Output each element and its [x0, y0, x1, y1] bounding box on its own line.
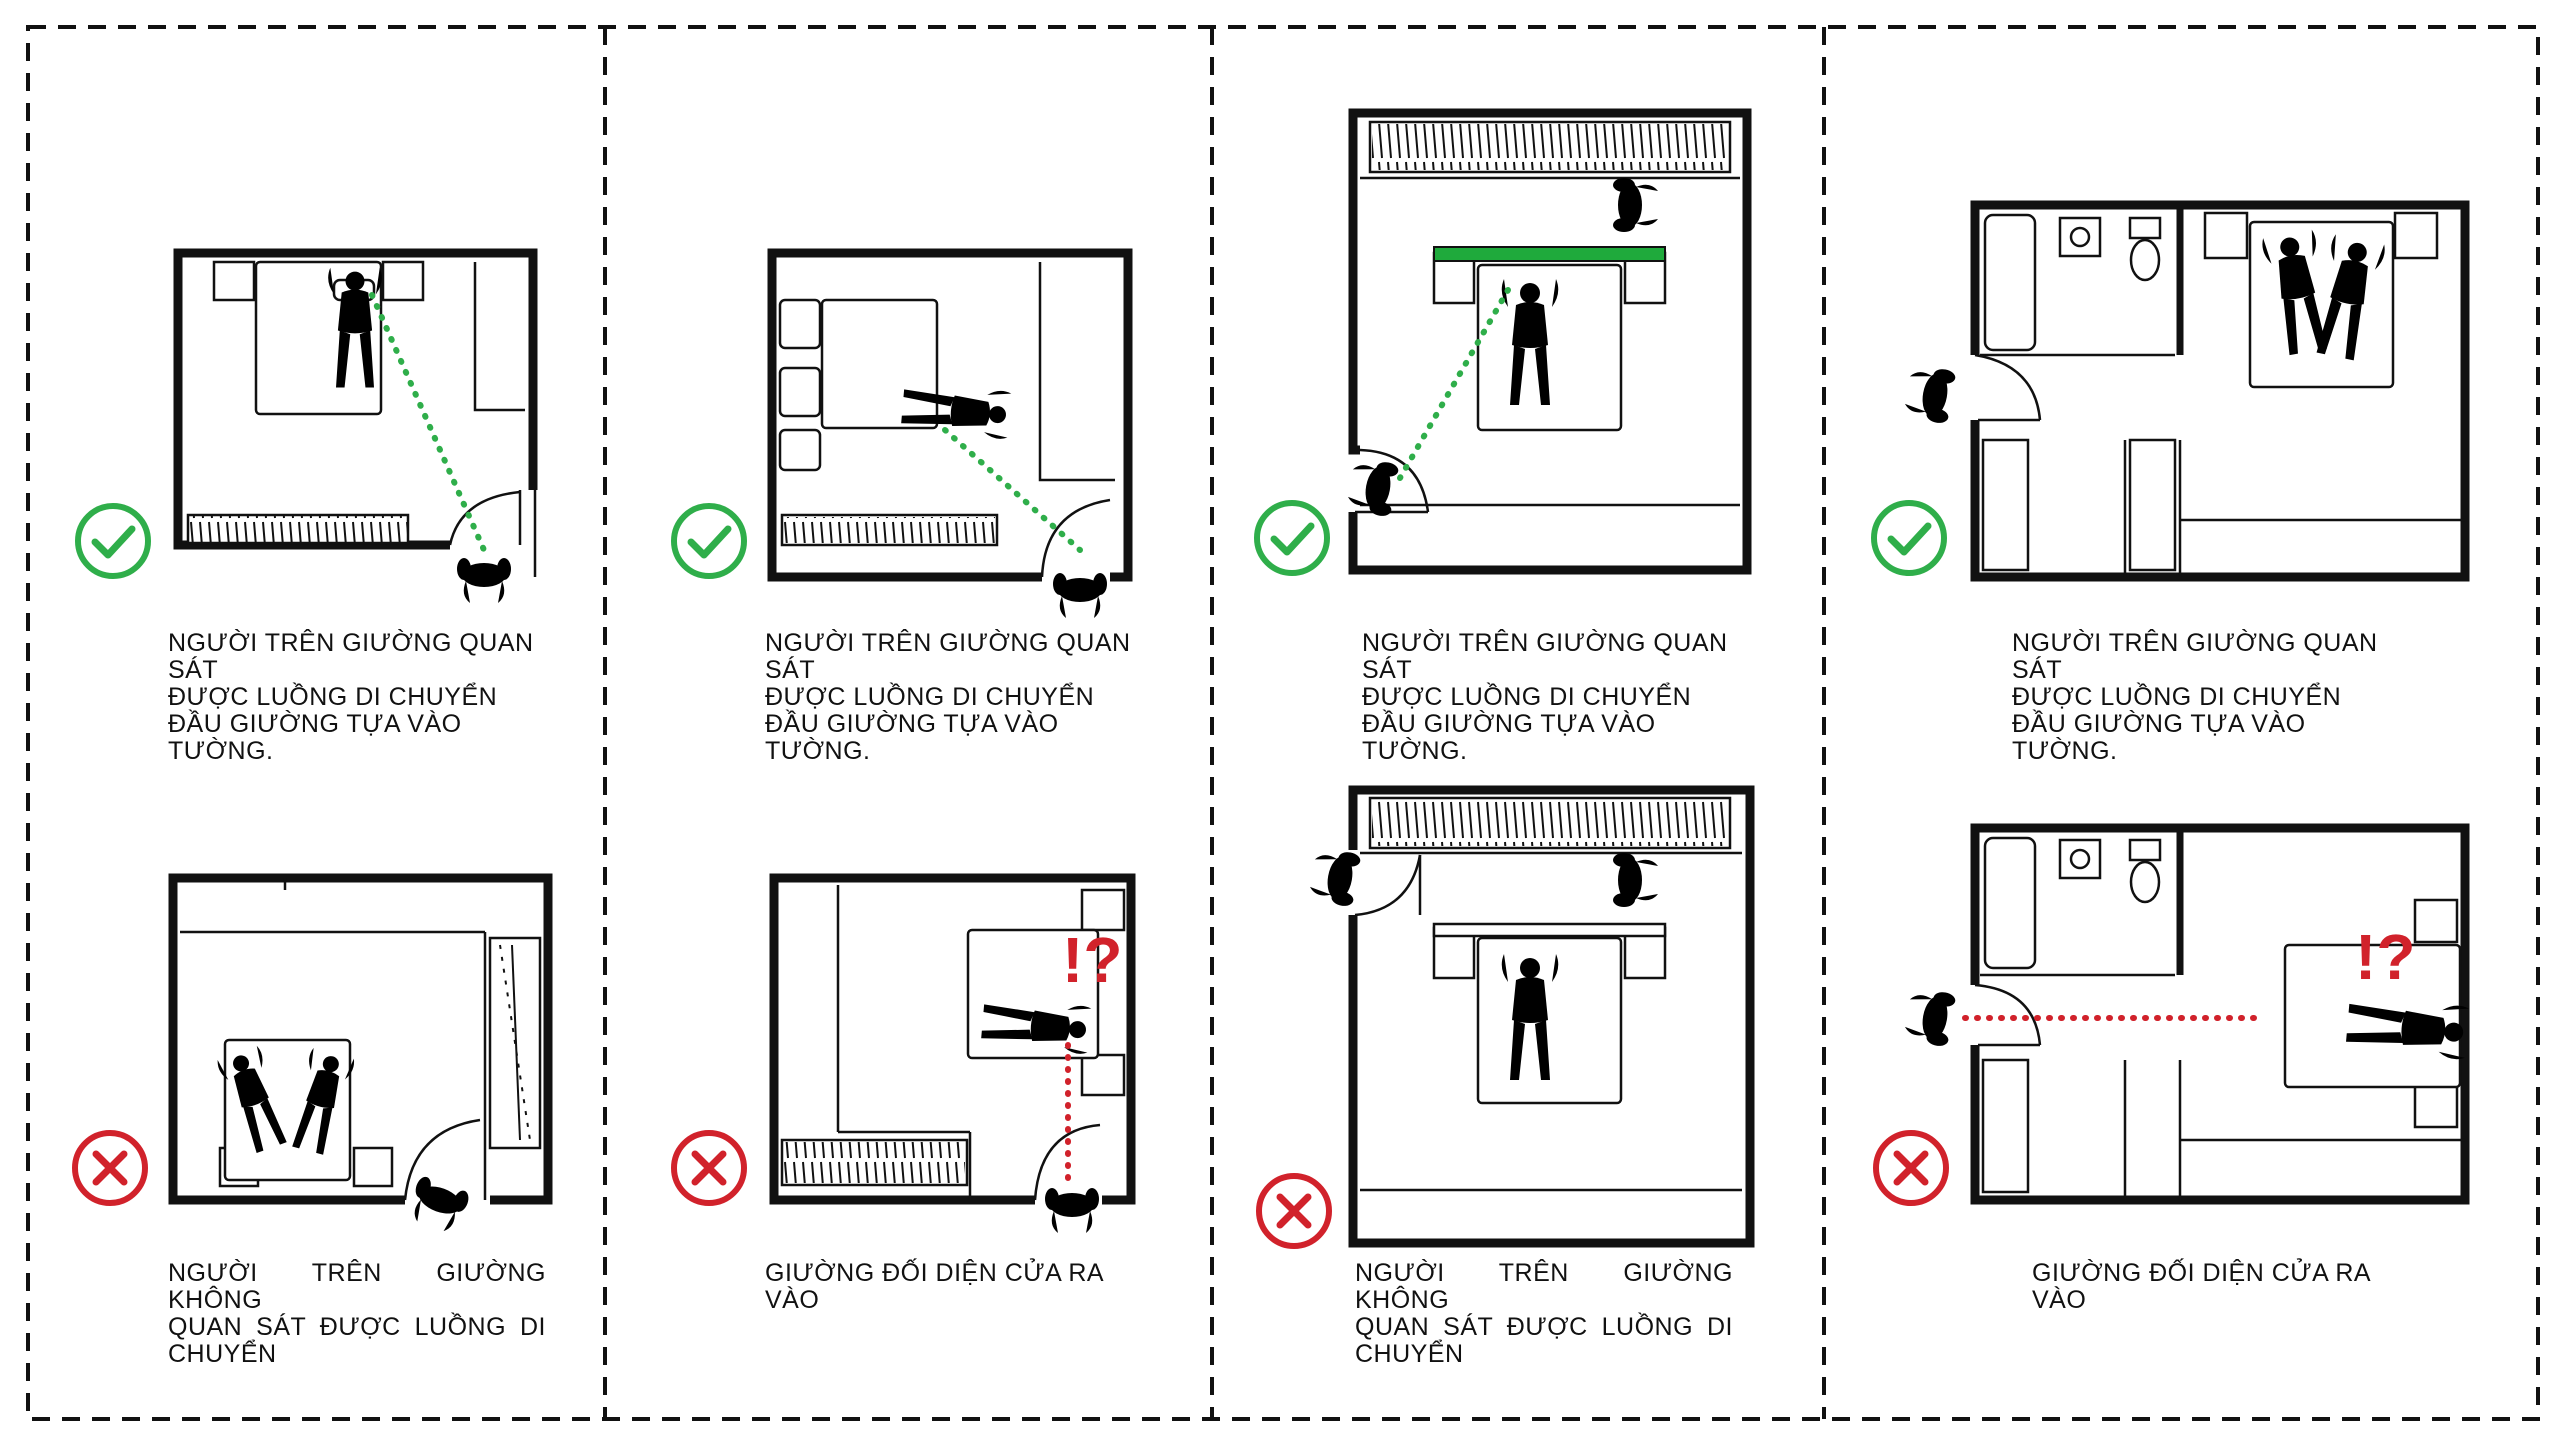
- room-plan-2-bad: [769, 873, 1136, 1233]
- room-plan-4-good: [1902, 200, 2470, 582]
- caption-panel-3-good: NGƯỜI TRÊN GIƯỜNG QUAN SÁT ĐƯỢC LUỒNG DI…: [1362, 629, 1728, 765]
- caption-panel-2-good: NGƯỜI TRÊN GIƯỜNG QUAN SÁT ĐƯỢC LUỒNG DI…: [765, 629, 1131, 765]
- headboard-wall-accent: [1433, 246, 1666, 262]
- x-circle-icon: [671, 1130, 747, 1206]
- x-circle-icon: [1873, 1130, 1949, 1206]
- caption-panel-2-bad: GIƯỜNG ĐỐI DIỆN CỬA RA VÀO: [765, 1259, 1103, 1314]
- check-circle-icon: [75, 503, 151, 579]
- caption-panel-3-bad: NGƯỜI TRÊN GIƯỜNG KHÔNG QUAN SÁT ĐƯỢC LU…: [1355, 1259, 1733, 1368]
- caption-panel-4-bad: GIƯỜNG ĐỐI DIỆN CỬA RA VÀO: [2032, 1259, 2370, 1314]
- room-plan-1-bad: [168, 873, 553, 1236]
- x-circle-icon: [1256, 1173, 1332, 1249]
- warning-exclamation-question-icon: !?: [1062, 924, 1123, 996]
- caption-panel-1-good: NGƯỜI TRÊN GIƯỜNG QUAN SÁT ĐƯỢC LUỒNG DI…: [168, 629, 534, 765]
- caption-panel-4-good: NGƯỜI TRÊN GIƯỜNG QUAN SÁT ĐƯỢC LUỒNG DI…: [2012, 629, 2378, 765]
- room-plan-4-bad: [1902, 823, 2470, 1205]
- sightline-good: [369, 292, 487, 553]
- room-plan-3-good: [1345, 108, 1752, 575]
- check-circle-icon: [1254, 500, 1330, 576]
- room-plan-1-good: [173, 248, 538, 603]
- warning-exclamation-question-icon: !?: [2355, 921, 2416, 993]
- room-plan-2-good: [767, 248, 1133, 618]
- sightline-good: [1397, 287, 1511, 481]
- check-circle-icon: [671, 503, 747, 579]
- x-circle-icon: [72, 1130, 148, 1206]
- panel-separators: [26, 25, 2540, 1421]
- caption-panel-1-bad: NGƯỜI TRÊN GIƯỜNG KHÔNG QUAN SÁT ĐƯỢC LU…: [168, 1259, 546, 1368]
- check-circle-icon: [1871, 500, 1947, 576]
- room-plan-3-bad: [1307, 785, 1755, 1248]
